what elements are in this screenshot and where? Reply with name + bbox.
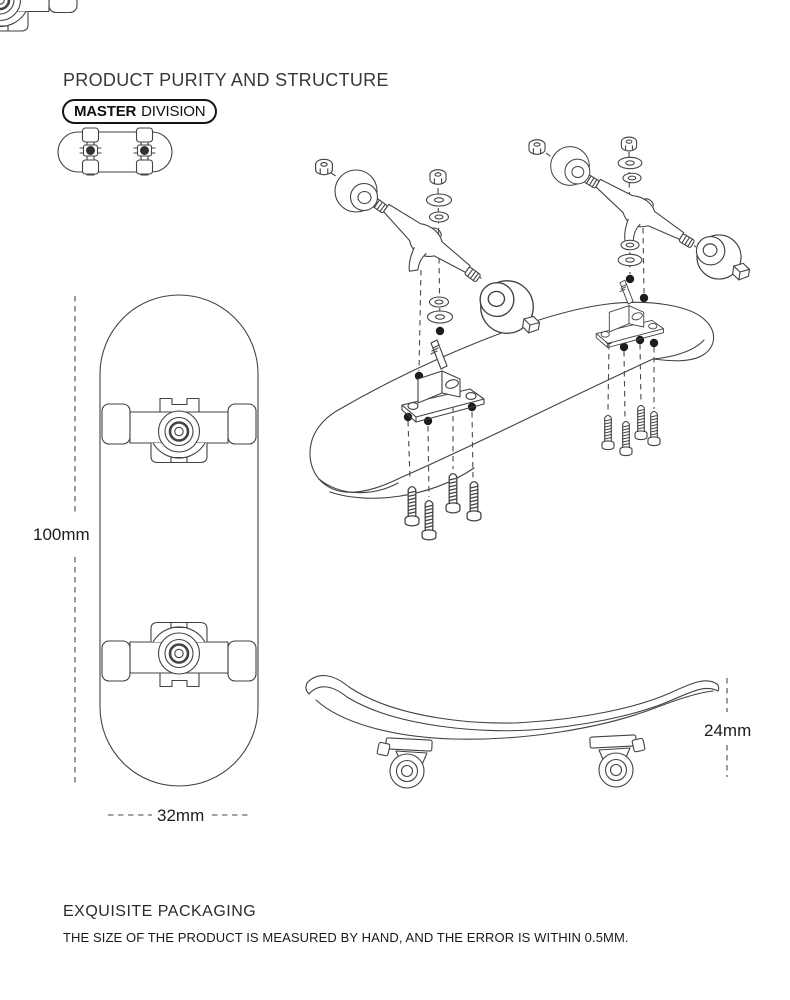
dimension-length-label: 100mm bbox=[33, 525, 90, 544]
deck-exploded bbox=[309, 301, 715, 499]
truck-rear bbox=[133, 127, 156, 176]
mounting-screws-front bbox=[404, 471, 482, 541]
washer bbox=[425, 193, 453, 207]
truck-front bbox=[79, 127, 102, 176]
truck-hanger-front bbox=[353, 189, 489, 308]
dimension-width-label: 32mm bbox=[157, 806, 205, 825]
axle-nut bbox=[528, 139, 546, 155]
truck-side-front bbox=[376, 737, 433, 789]
truck-top-view bbox=[0, 0, 78, 32]
washer bbox=[620, 239, 640, 251]
footer-heading: EXQUISITE PACKAGING bbox=[63, 903, 257, 920]
kingpin-nut bbox=[620, 136, 638, 152]
kingpin-nut bbox=[429, 169, 447, 185]
washer bbox=[622, 172, 642, 184]
brand-badge: MASTER DIVISION bbox=[62, 99, 218, 124]
truck-side-rear bbox=[589, 734, 646, 788]
mounting-screws-rear bbox=[601, 403, 661, 457]
exploded-view bbox=[309, 136, 751, 541]
page-title: PRODUCT PURITY AND STRUCTURE bbox=[63, 70, 389, 90]
axle-nut bbox=[315, 158, 333, 176]
dimension-height-label: 24mm bbox=[704, 721, 752, 740]
fingerboard-side-view bbox=[305, 675, 720, 789]
wheel bbox=[334, 169, 379, 213]
footer-note: THE SIZE OF THE PRODUCT IS MEASURED BY H… bbox=[63, 930, 629, 945]
washer bbox=[426, 310, 454, 324]
washer bbox=[428, 211, 450, 223]
fingerboard-top-view bbox=[0, 0, 259, 787]
washer bbox=[617, 253, 643, 267]
brand-name-regular: DIVISION bbox=[141, 103, 206, 120]
brand-name-bold: MASTER bbox=[74, 103, 137, 120]
washer bbox=[428, 296, 450, 308]
wheel bbox=[550, 146, 591, 186]
washer bbox=[617, 156, 643, 170]
fingerboard-top-view-small bbox=[57, 127, 173, 176]
